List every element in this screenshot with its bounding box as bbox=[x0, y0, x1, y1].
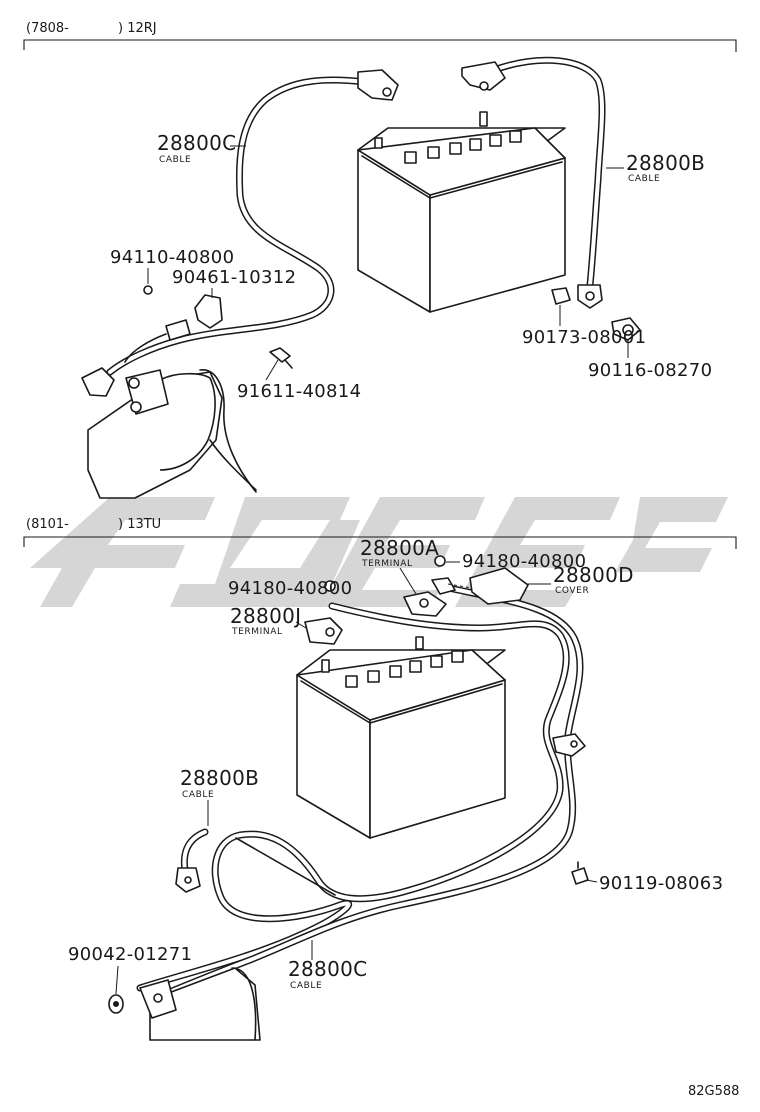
section-code: (7808- bbox=[26, 21, 69, 36]
section-header-top: (7808- ) 12RJ bbox=[23, 21, 737, 52]
section-model: ) 13TU bbox=[118, 517, 161, 532]
section-header-bottom: (8101- ) 13TU bbox=[23, 517, 737, 549]
part-number: 94180-40800 bbox=[462, 551, 586, 572]
part-description: CABLE bbox=[182, 790, 214, 800]
part-number: 90119-08063 bbox=[599, 873, 723, 894]
bottom-callouts: 28800A TERMINAL 94180-40800 28800D COVER… bbox=[68, 536, 723, 995]
figure-reference: 82G588 bbox=[688, 1084, 739, 1099]
top-illustration bbox=[81, 56, 641, 499]
bottom-illustration bbox=[108, 555, 589, 1041]
part-description: TERMINAL bbox=[361, 559, 413, 569]
part-number: 28800B bbox=[180, 766, 259, 790]
part-number: 94180-40800 bbox=[228, 578, 352, 599]
battery-bottom bbox=[296, 636, 506, 839]
part-number: 28800D bbox=[553, 563, 634, 587]
part-number: 90173-08001 bbox=[522, 327, 646, 348]
part-description: COVER bbox=[555, 586, 589, 596]
part-description: TERMINAL bbox=[231, 627, 283, 637]
part-description: CABLE bbox=[628, 174, 660, 184]
part-number: 28800A bbox=[360, 536, 439, 560]
top-callouts: 28800C CABLE 28800B CABLE 94110-40800 90… bbox=[110, 131, 712, 402]
part-number: 28800B bbox=[626, 151, 705, 175]
battery-top bbox=[357, 111, 566, 313]
part-number: 28800C bbox=[288, 957, 367, 981]
part-number: 90042-01271 bbox=[68, 944, 192, 965]
part-description: CABLE bbox=[290, 981, 322, 991]
section-model: ) 12RJ bbox=[118, 21, 157, 36]
part-number: 94110-40800 bbox=[110, 247, 234, 268]
part-number: 28800J bbox=[230, 604, 301, 628]
part-number: 90461-10312 bbox=[172, 267, 296, 288]
section-code: (8101- bbox=[26, 517, 69, 532]
part-number: 28800C bbox=[157, 131, 236, 155]
part-number: 91611-40814 bbox=[237, 381, 361, 402]
part-description: CABLE bbox=[159, 155, 191, 165]
part-number: 90116-08270 bbox=[588, 360, 712, 381]
